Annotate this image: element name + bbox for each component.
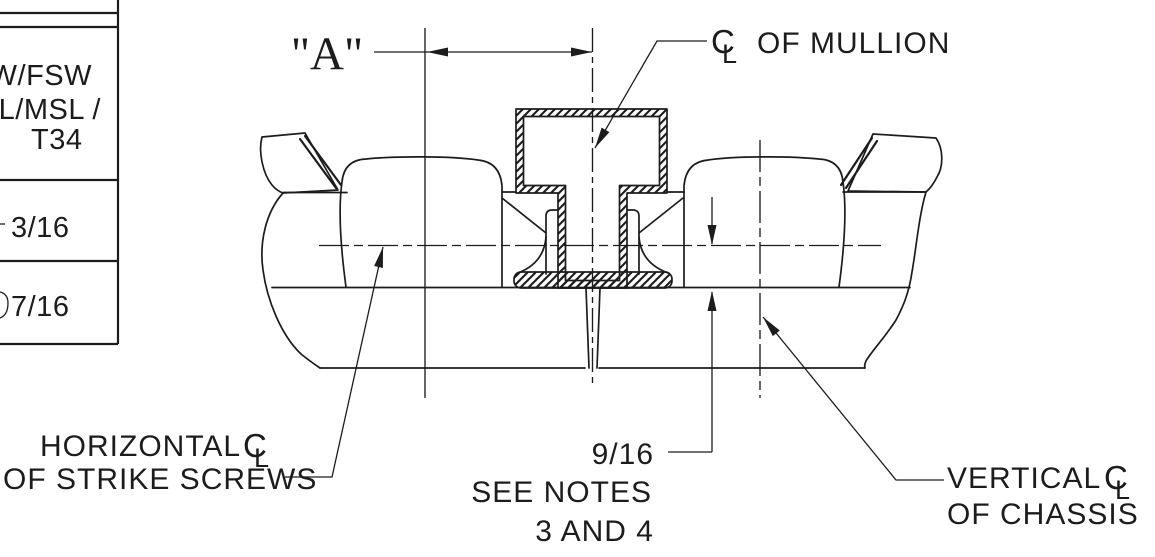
dimension-9-16-label: 9/16 [592, 438, 654, 471]
mullion-leader [594, 40, 707, 149]
mullion-callout-text: OF MULLION [757, 27, 950, 60]
chassis-leader [762, 316, 944, 481]
dimension-a-left-arrowhead [427, 47, 448, 57]
mullion-centerline-symbol-l: L [722, 39, 737, 69]
dimension-a: "A" [291, 28, 592, 80]
strike-centerline-symbol-l: L [254, 443, 269, 473]
table-border-lines [0, 0, 120, 346]
right-flap-outline [847, 133, 943, 193]
right-clip-lines [638, 197, 684, 274]
mullion-wall-hatch [515, 108, 668, 289]
dimension-9-16-lines [668, 197, 713, 453]
table-cell-dim-a-value: 3/16 [11, 212, 69, 244]
table-cell-model-line3: T34 [31, 124, 82, 156]
left-isolator-strip [545, 209, 559, 275]
strike-leader-arrowhead [374, 247, 383, 268]
right-chassis-edge [863, 191, 927, 369]
left-chassis-edge [261, 192, 321, 369]
chassis-centerline-symbol-l: L [1115, 475, 1130, 505]
dimension-9-16-down-arrowhead [707, 225, 717, 245]
dimension-9-16 [668, 197, 717, 453]
spec-table: W/FSW L/MSL / T34 3/16 7/16 [0, 0, 120, 346]
right-gasket-block [683, 156, 846, 288]
chassis-section [259, 132, 943, 369]
left-clip-lines [501, 197, 547, 274]
see-notes-line2: 3 AND 4 [535, 515, 654, 548]
table-cell-model-line1: W/FSW [0, 60, 92, 92]
chassis-centerline-symbol-c: C [1104, 459, 1128, 496]
dimension-a-right-arrowhead [571, 47, 592, 57]
reference-lines [319, 28, 881, 398]
table-cell-model-line2: L/MSL / [0, 94, 101, 126]
right-flap-blade [839, 136, 879, 190]
table-clipped-glyph-fragment [0, 291, 9, 319]
see-notes-line1: SEE NOTES [471, 476, 652, 509]
sealant-spike [585, 287, 601, 369]
chassis-callout-line1: VERTICAL [947, 462, 1101, 495]
right-isolator-strip [626, 209, 640, 275]
mullion-leader-arrowhead [595, 127, 610, 148]
callout-labels: C L OF MULLION HORIZONTAL C L OF STRIKE … [3, 23, 1139, 548]
strike-centerline-symbol-c: C [243, 427, 267, 464]
strike-leader [285, 246, 384, 478]
mullion-centerline-symbol-c: C [711, 23, 735, 60]
left-flap-blade [298, 134, 343, 190]
strike-callout-line1: HORIZONTAL [40, 430, 241, 463]
chassis-callout-line2: OF CHASSIS [947, 498, 1139, 531]
leader-lines [285, 40, 944, 481]
table-cell-dim-b-value: 7/16 [11, 291, 69, 323]
chassis-top-surface-left [282, 191, 927, 194]
left-gasket-block [339, 156, 503, 288]
left-flap-outline [259, 132, 339, 194]
chassis-leader-arrowhead [763, 317, 780, 337]
dimension-a-label: "A" [291, 28, 363, 80]
strike-callout-line2: OF STRIKE SCREWS [3, 463, 317, 496]
dimension-9-16-up-arrowhead [707, 291, 717, 311]
